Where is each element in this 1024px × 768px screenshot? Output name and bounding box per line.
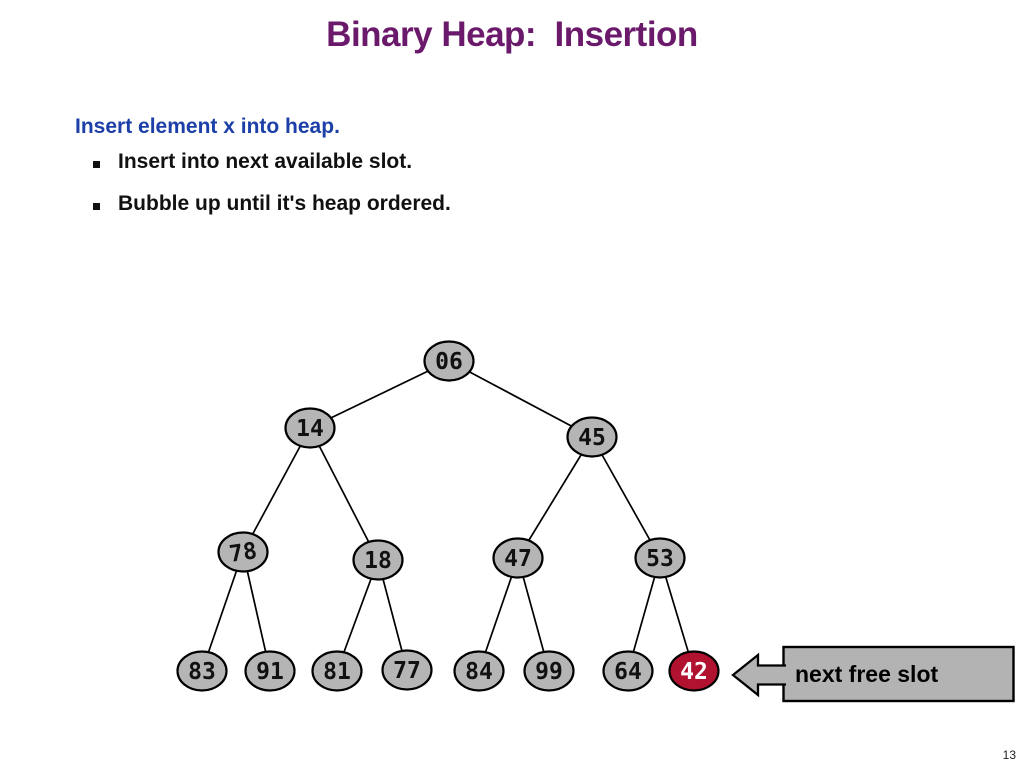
node-circle <box>381 649 433 691</box>
node-value-label: 77 <box>393 658 421 684</box>
tree-node-18: 18 <box>352 539 404 581</box>
node-circle <box>523 650 575 692</box>
square-bullet-icon <box>93 203 100 210</box>
tree-node-84: 84 <box>453 650 505 692</box>
tree-edge <box>591 436 661 559</box>
bullet-text: Bubble up until it's heap ordered. <box>118 192 451 215</box>
tree-node-42: 42 <box>668 650 720 692</box>
tree-node-45: 45 <box>566 416 618 458</box>
bullet-text: Insert into next available slot. <box>118 150 413 173</box>
tree-edges <box>201 360 695 672</box>
tree-node-99: 99 <box>523 650 575 692</box>
slide-title: Binary Heap: Insertion <box>326 15 698 54</box>
node-circle <box>423 340 475 382</box>
section-heading: Insert element x into heap. <box>75 115 340 138</box>
tree-node-83: 83 <box>176 650 228 692</box>
callout-arrow-icon <box>731 652 786 698</box>
tree-nodes: 06 14 45 78 18 47 53 83 91 81 77 84 99 64 42 <box>176 340 720 692</box>
callout-label: next free slot <box>795 661 938 687</box>
node-value-label: 47 <box>504 546 532 572</box>
page-number: 13 <box>1002 748 1016 762</box>
tree-edge <box>309 427 379 561</box>
node-circle <box>284 407 336 449</box>
node-circle <box>566 416 618 458</box>
bullet-list: Insert into next available slot. Bubble … <box>93 141 451 225</box>
node-value-label: 45 <box>578 425 606 451</box>
tree-node-14: 14 <box>284 407 336 449</box>
node-value-label: 91 <box>256 659 284 685</box>
node-circle <box>352 539 404 581</box>
node-value-label: 99 <box>535 659 563 685</box>
highlighted-node-circle <box>668 650 720 692</box>
tree-node-06: 06 <box>423 340 475 382</box>
tree-edge <box>309 360 450 429</box>
tree-edge <box>517 436 593 559</box>
node-circle <box>244 650 296 692</box>
tree-edge <box>242 427 311 553</box>
node-value-label: 64 <box>614 659 642 685</box>
next-free-slot-callout: next free slot <box>731 645 1015 703</box>
bullet-item: Insert into next available slot. <box>93 141 451 183</box>
node-circle <box>217 531 269 573</box>
node-value-label: 42 <box>680 659 708 685</box>
tree-node-91: 91 <box>244 650 296 692</box>
node-value-label: 06 <box>435 349 463 375</box>
node-value-label: 78 <box>228 538 259 568</box>
node-value-label: 14 <box>296 416 324 442</box>
callout-box <box>782 645 1015 703</box>
tree-node-81: 81 <box>311 650 363 692</box>
node-value-label: 81 <box>323 659 351 685</box>
node-value-label: 84 <box>465 659 493 685</box>
tree-node-77: 77 <box>381 649 433 691</box>
bullet-item: Bubble up until it's heap ordered. <box>93 183 451 225</box>
tree-edge <box>448 360 593 438</box>
tree-node-53: 53 <box>634 537 686 579</box>
node-circle <box>602 650 654 692</box>
node-value-label: 53 <box>646 546 674 572</box>
tree-node-47: 47 <box>492 537 544 579</box>
node-circle <box>176 650 228 692</box>
node-circle <box>492 537 544 579</box>
node-circle <box>311 650 363 692</box>
tree-node-64: 64 <box>602 650 654 692</box>
node-circle <box>634 537 686 579</box>
node-circle <box>453 650 505 692</box>
tree-node-78: 78 <box>217 531 269 573</box>
square-bullet-icon <box>93 161 100 168</box>
node-value-label: 18 <box>364 548 392 574</box>
node-value-label: 83 <box>188 659 216 685</box>
